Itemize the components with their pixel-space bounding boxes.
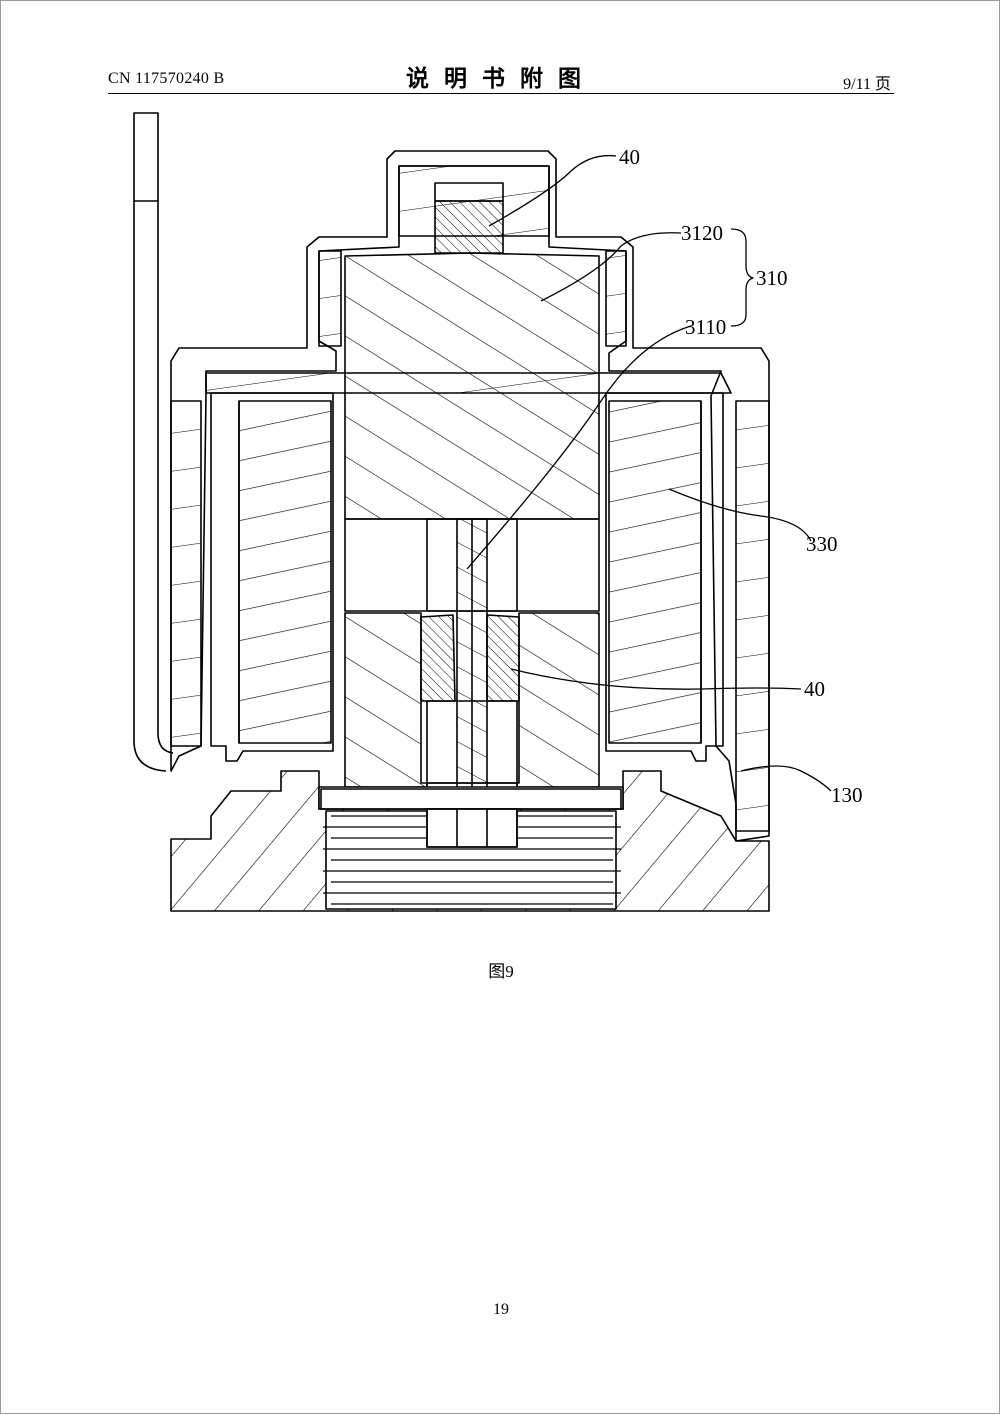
sheet-count: 9/11 页 bbox=[843, 76, 891, 93]
leader-40-top bbox=[488, 154, 617, 227]
leader-3120 bbox=[540, 232, 682, 302]
label-40-mid: 40 bbox=[804, 677, 825, 701]
label-330: 330 bbox=[806, 532, 838, 556]
coil-bobbin-330 bbox=[210, 392, 724, 762]
label-130: 130 bbox=[831, 783, 863, 807]
label-3110: 3110 bbox=[685, 315, 726, 339]
header-rule bbox=[108, 93, 894, 94]
label-40-top: 40 bbox=[619, 145, 640, 169]
stationary-base bbox=[170, 612, 770, 912]
leader-330 bbox=[668, 488, 812, 542]
leader-3110 bbox=[466, 325, 692, 570]
outer-housing-130 bbox=[170, 150, 770, 842]
label-310: 310 bbox=[756, 266, 788, 290]
leader-lines bbox=[466, 154, 832, 792]
top-insert-40 bbox=[434, 182, 504, 254]
leader-130 bbox=[740, 765, 832, 792]
bracket-310 bbox=[730, 228, 754, 327]
figure-caption: 图9 bbox=[488, 962, 514, 981]
patent-number: CN 117570240 B bbox=[108, 70, 225, 87]
lead-wire bbox=[133, 112, 174, 772]
page-number: 19 bbox=[493, 1301, 509, 1318]
middle-insert-40 bbox=[420, 614, 520, 702]
leader-40-mid bbox=[510, 668, 802, 690]
label-3120: 3120 bbox=[681, 221, 723, 245]
section-title: 说明书附图 bbox=[406, 66, 596, 92]
